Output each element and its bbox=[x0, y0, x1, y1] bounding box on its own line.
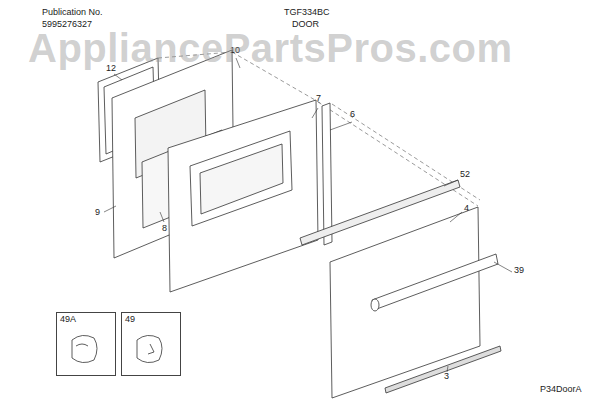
figure-code: P34DoorA bbox=[540, 385, 582, 395]
callout-number: 4 bbox=[464, 204, 469, 214]
watermark: AppliancePartsPros.com bbox=[28, 26, 513, 70]
callout-number: 7 bbox=[316, 94, 321, 104]
callout-number: 49 bbox=[122, 313, 180, 327]
callout-number: 52 bbox=[460, 170, 470, 180]
handle-end bbox=[371, 299, 379, 311]
callout-number: 8 bbox=[162, 224, 167, 234]
inset-box: 49 bbox=[121, 312, 181, 376]
door-frame bbox=[168, 100, 318, 292]
callout-number: 9 bbox=[95, 208, 100, 218]
model-number: TGF334BC bbox=[284, 8, 330, 18]
callout-number: 39 bbox=[514, 266, 524, 276]
bottom-trim bbox=[385, 346, 501, 393]
door-handle bbox=[372, 254, 498, 310]
door-front-panel bbox=[330, 207, 480, 398]
leader-lines bbox=[104, 58, 512, 372]
callout-number: 6 bbox=[350, 110, 355, 120]
callout-number: 3 bbox=[444, 372, 449, 382]
side-strip bbox=[322, 103, 332, 245]
callout-number: 49A bbox=[57, 313, 115, 327]
inset-box: 49A bbox=[56, 312, 116, 376]
publication-label: Publication No. bbox=[42, 8, 103, 18]
frame-window-inner bbox=[200, 144, 283, 214]
frame-window bbox=[190, 131, 292, 226]
knob-insets bbox=[72, 335, 162, 362]
